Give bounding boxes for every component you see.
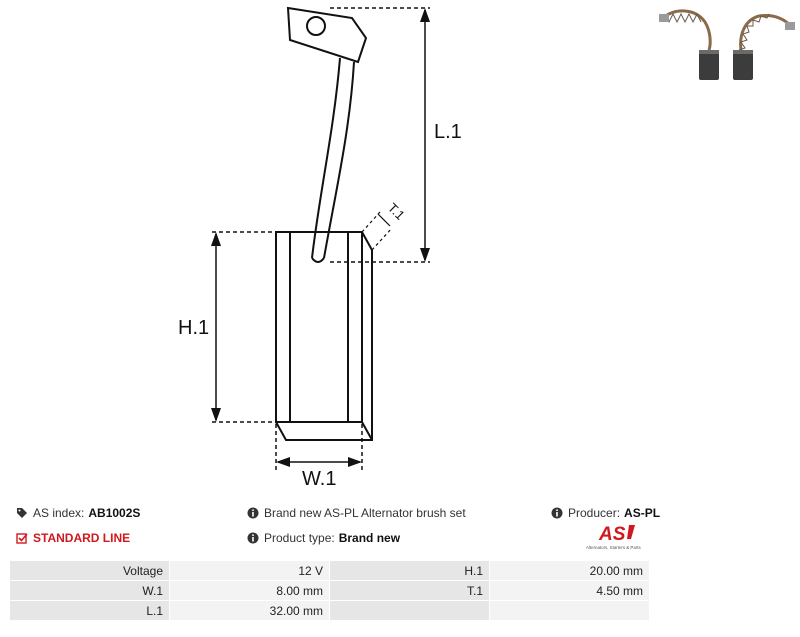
- check-square-icon: [16, 533, 28, 544]
- dimension-l1: [330, 7, 430, 263]
- info-icon: [247, 507, 259, 519]
- table-row: L.1 32.00 mm: [9, 600, 650, 621]
- producer: Producer: AS-PL: [551, 506, 660, 520]
- spec-value: [489, 600, 650, 621]
- brush-photo-right: [733, 13, 795, 80]
- spec-value: 32.00 mm: [169, 600, 330, 621]
- label-l1: L.1: [434, 121, 462, 143]
- info-icon: [551, 507, 563, 519]
- specs-table: Voltage 12 V H.1 20.00 mm W.1 8.00 mm T.…: [9, 560, 650, 621]
- spec-value: 20.00 mm: [489, 560, 650, 581]
- as-pl-logo: AS Alternators, Starters & Parts: [586, 524, 641, 550]
- label-h1: H.1: [178, 317, 209, 339]
- brush-photo-left: [659, 9, 719, 80]
- brush-terminal: [286, 6, 368, 263]
- as-index-label: AS index:: [33, 506, 85, 520]
- table-row: Voltage 12 V H.1 20.00 mm: [9, 560, 650, 581]
- spec-value: 8.00 mm: [169, 580, 330, 601]
- standard-line-label: STANDARD LINE: [33, 531, 131, 545]
- spec-value: 4.50 mm: [489, 580, 650, 601]
- producer-label: Producer:: [568, 506, 621, 520]
- table-row: W.1 8.00 mm T.1 4.50 mm: [9, 580, 650, 601]
- label-t1: T.1: [385, 200, 408, 223]
- logo-tagline: Alternators, Starters & Parts: [586, 545, 641, 550]
- product-type-value: Brand new: [338, 531, 401, 545]
- dimension-t1: [361, 211, 393, 251]
- spec-key: [329, 600, 490, 621]
- spec-key: L.1: [9, 600, 170, 621]
- logo-swoosh: [627, 525, 635, 539]
- as-index-value: AB1002S: [88, 506, 141, 520]
- info-icon: [247, 532, 259, 544]
- technical-drawing: L.1 H.1 W.1 T.1: [178, 6, 462, 490]
- tags-icon: [17, 508, 27, 518]
- as-index: AS index: AB1002S: [16, 506, 140, 520]
- label-w1: W.1: [302, 468, 336, 490]
- spec-value: 12 V: [169, 560, 330, 581]
- dimension-w1: [275, 424, 363, 470]
- product-type: Product type: Brand new: [247, 531, 400, 545]
- spec-key: W.1: [9, 580, 170, 601]
- brush-body: [275, 231, 373, 441]
- product-type-label: Product type:: [264, 531, 335, 545]
- logo-mark: AS: [598, 524, 626, 545]
- description-text: Brand new AS-PL Alternator brush set: [264, 506, 466, 520]
- producer-value: AS-PL: [624, 506, 661, 520]
- description: Brand new AS-PL Alternator brush set: [247, 506, 466, 520]
- spec-key: T.1: [329, 580, 490, 601]
- spec-key: Voltage: [9, 560, 170, 581]
- standard-line: STANDARD LINE: [16, 531, 130, 545]
- dimension-h1: [211, 231, 276, 423]
- product-photo: [659, 9, 795, 80]
- spec-key: H.1: [329, 560, 490, 581]
